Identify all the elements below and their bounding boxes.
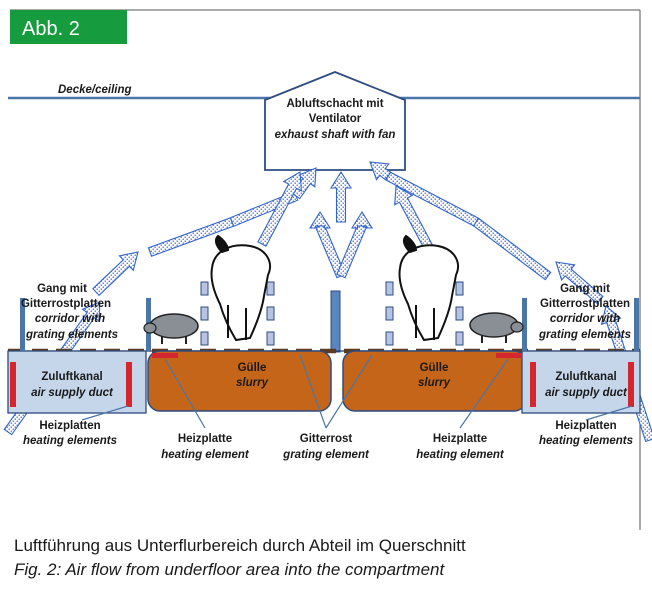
svg-text:Gitterrostplatten: Gitterrostplatten (21, 298, 111, 310)
shaft-label-de1: Abluftschacht mit (286, 98, 383, 110)
airflow-arrow-center-right (336, 223, 367, 279)
heating-plate-left-inner (126, 362, 132, 407)
airflow-arrow-center-left-up (309, 210, 331, 229)
svg-text:corridor with: corridor with (35, 313, 105, 325)
heatplate-right-en: heating element (416, 449, 505, 461)
corridor-post-left-outer (20, 298, 25, 351)
airflow-arrow-right-corridor-up (555, 261, 604, 305)
airflow-arrow-right-inner-up (394, 185, 435, 253)
heatplate-right (496, 353, 522, 358)
corridor-post-right-outer (634, 298, 639, 351)
heating-left-en: heating elements (23, 435, 117, 447)
feeder-right (385, 281, 464, 346)
heating-right-en: heating elements (539, 435, 633, 447)
pig-front-right (398, 234, 459, 342)
airflow-diagram: Abb. 2 Decke/ceiling Abluftschacht mit V… (3, 9, 652, 530)
grating-en: grating element (282, 449, 370, 461)
airflow-arrow-left-inner-up (257, 171, 303, 247)
svg-text:grating elements: grating elements (25, 329, 118, 341)
pig-front-left (210, 234, 271, 342)
feeder-left (200, 281, 275, 346)
svg-text:grating elements: grating elements (538, 329, 631, 341)
airflow-arrow-right-pen-up (472, 217, 552, 281)
svg-text:Gang mit: Gang mit (37, 283, 87, 295)
callout-lines (81, 354, 633, 429)
airflow-arrow-center-right-up (351, 210, 373, 229)
duct-right-de: Zuluftkanal (555, 371, 616, 383)
duct-left-en: air supply duct (31, 387, 114, 399)
slurry-left-en: slurry (236, 377, 269, 389)
heating-plate-left-outer (10, 362, 16, 407)
heating-plate-right-inner (530, 362, 536, 407)
airflow-arrow-left-corridor-up (92, 251, 139, 297)
corridor-label-left: Gang mit Gitterrostplatten corridor with… (21, 283, 118, 341)
heating-right-de: Heizplatten (555, 420, 616, 432)
exhaust-shaft: Abluftschacht mit Ventilator exhaust sha… (264, 71, 406, 171)
duct-left-de: Zuluftkanal (41, 371, 102, 383)
heatplate-left-de: Heizplatte (178, 433, 232, 445)
heatplate-left-en: heating element (161, 449, 250, 461)
figure-badge-label: Abb. 2 (22, 18, 80, 40)
slurry-right-de: Gülle (420, 362, 449, 374)
heatplate-right-de: Heizplatte (433, 433, 487, 445)
figure-badge (10, 10, 127, 44)
heating-plate-right-outer (628, 362, 634, 407)
airflow-arrow-center-up (330, 170, 352, 223)
slurry-left-de: Gülle (238, 362, 267, 374)
pen-divider (330, 290, 341, 353)
airflow-arrow-right-to-shaft (369, 161, 392, 181)
corridor-label-right: Gang mit Gitterrostplatten corridor with… (538, 283, 631, 341)
shaft-label-en: exhaust shaft with fan (275, 129, 396, 141)
svg-text:corridor with: corridor with (550, 313, 620, 325)
airflow-arrow-right-pen-mid (385, 171, 479, 227)
slurry-pit-left: Gülle slurry (147, 350, 332, 412)
slurry-right-en: slurry (418, 377, 451, 389)
svg-text:Gang mit: Gang mit (560, 283, 610, 295)
heating-left-de: Heizplatten (39, 420, 100, 432)
caption-de: Luftführung aus Unterflurbereich durch A… (14, 536, 466, 555)
duct-right-en: air supply duct (545, 387, 628, 399)
caption-en: Fig. 2: Air flow from underfloor area in… (14, 560, 445, 579)
pig-side-right (469, 312, 524, 343)
heatplate-left (152, 353, 178, 358)
svg-text:Gitterrostplatten: Gitterrostplatten (540, 298, 630, 310)
air-supply-duct-right: Zuluftkanal air supply duct (521, 350, 641, 414)
pig-side-left (143, 313, 199, 344)
ceiling-label: Decke/ceiling (58, 84, 132, 96)
corridor-post-right-inner (522, 298, 527, 351)
shaft-label-de2: Ventilator (309, 113, 362, 125)
air-supply-duct-left: Zuluftkanal air supply duct (7, 350, 147, 414)
slurry-pit-right: Gülle slurry (342, 350, 527, 412)
grating-de: Gitterrost (300, 433, 353, 445)
